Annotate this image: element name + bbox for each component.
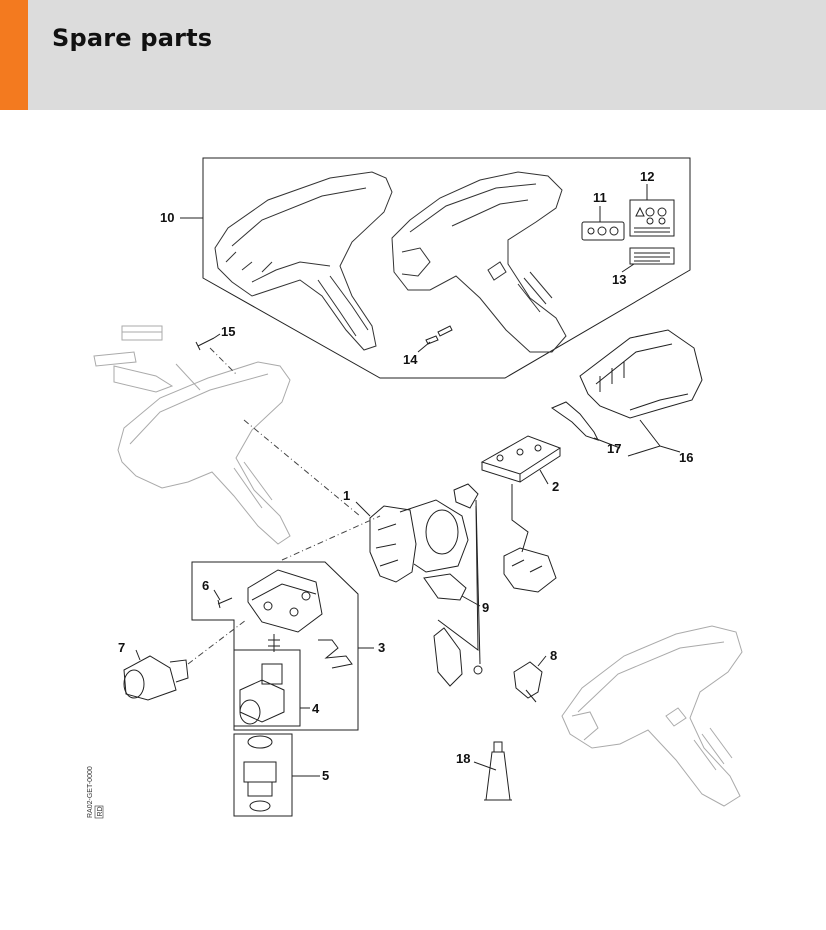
callout-1: 1 [343, 488, 350, 503]
callout-5: 5 [322, 768, 329, 783]
screw-15 [195, 337, 215, 351]
callout-4: 4 [312, 701, 320, 716]
drawing-code: RA02-GET-0000 RD [87, 766, 104, 819]
callout-14: 14 [403, 352, 418, 367]
callout-16: 16 [679, 450, 693, 465]
assembly-center-lines [187, 347, 381, 665]
trigger-9 [423, 573, 467, 601]
decal-13 [629, 247, 675, 265]
assembly-ghost-right [561, 625, 743, 807]
page-title: Spare parts [52, 24, 213, 52]
pump-group-frame [191, 561, 359, 731]
header-accent-stripe [0, 0, 28, 110]
cover-16 [579, 329, 703, 419]
callout-15: 15 [221, 324, 235, 339]
pump-head [247, 569, 323, 633]
switch-board-2 [480, 435, 562, 593]
callout-6: 6 [202, 578, 209, 593]
assembly-ghost-left [93, 325, 291, 545]
drawing-code-text: RA02-GET-0000 [87, 766, 94, 818]
grease-tube-18 [484, 741, 512, 801]
callout-8: 8 [550, 648, 557, 663]
callout-18: 18 [456, 751, 470, 766]
housing-half-left [214, 171, 393, 351]
housing-half-right [391, 171, 567, 353]
coupling-4 [239, 663, 285, 725]
callout-7: 7 [118, 640, 125, 655]
callout-3: 3 [378, 640, 385, 655]
housing-group-frame [202, 157, 691, 379]
callout-2: 2 [552, 479, 559, 494]
switch-lever [433, 627, 463, 687]
adapter-5 [243, 735, 277, 812]
callout-13: 13 [612, 272, 626, 287]
callout-11: 11 [593, 190, 607, 205]
adapter-group-frame [233, 733, 293, 817]
decal-12 [629, 199, 675, 237]
callout-12: 12 [640, 169, 654, 184]
header-bar [0, 0, 826, 110]
part-8 [513, 661, 543, 699]
leader-lines [135, 184, 681, 777]
nozzle-7 [123, 655, 189, 701]
decal-11 [581, 221, 625, 241]
callout-17: 17 [607, 441, 621, 456]
pin-14 [425, 325, 453, 345]
motor-1 [369, 499, 469, 583]
drawing-code-sub: RD [97, 806, 104, 816]
callout-9: 9 [482, 600, 489, 615]
screw-6 [217, 597, 233, 609]
clip-17 [550, 401, 599, 441]
clip-part [318, 639, 353, 669]
callout-10: 10 [160, 210, 174, 225]
